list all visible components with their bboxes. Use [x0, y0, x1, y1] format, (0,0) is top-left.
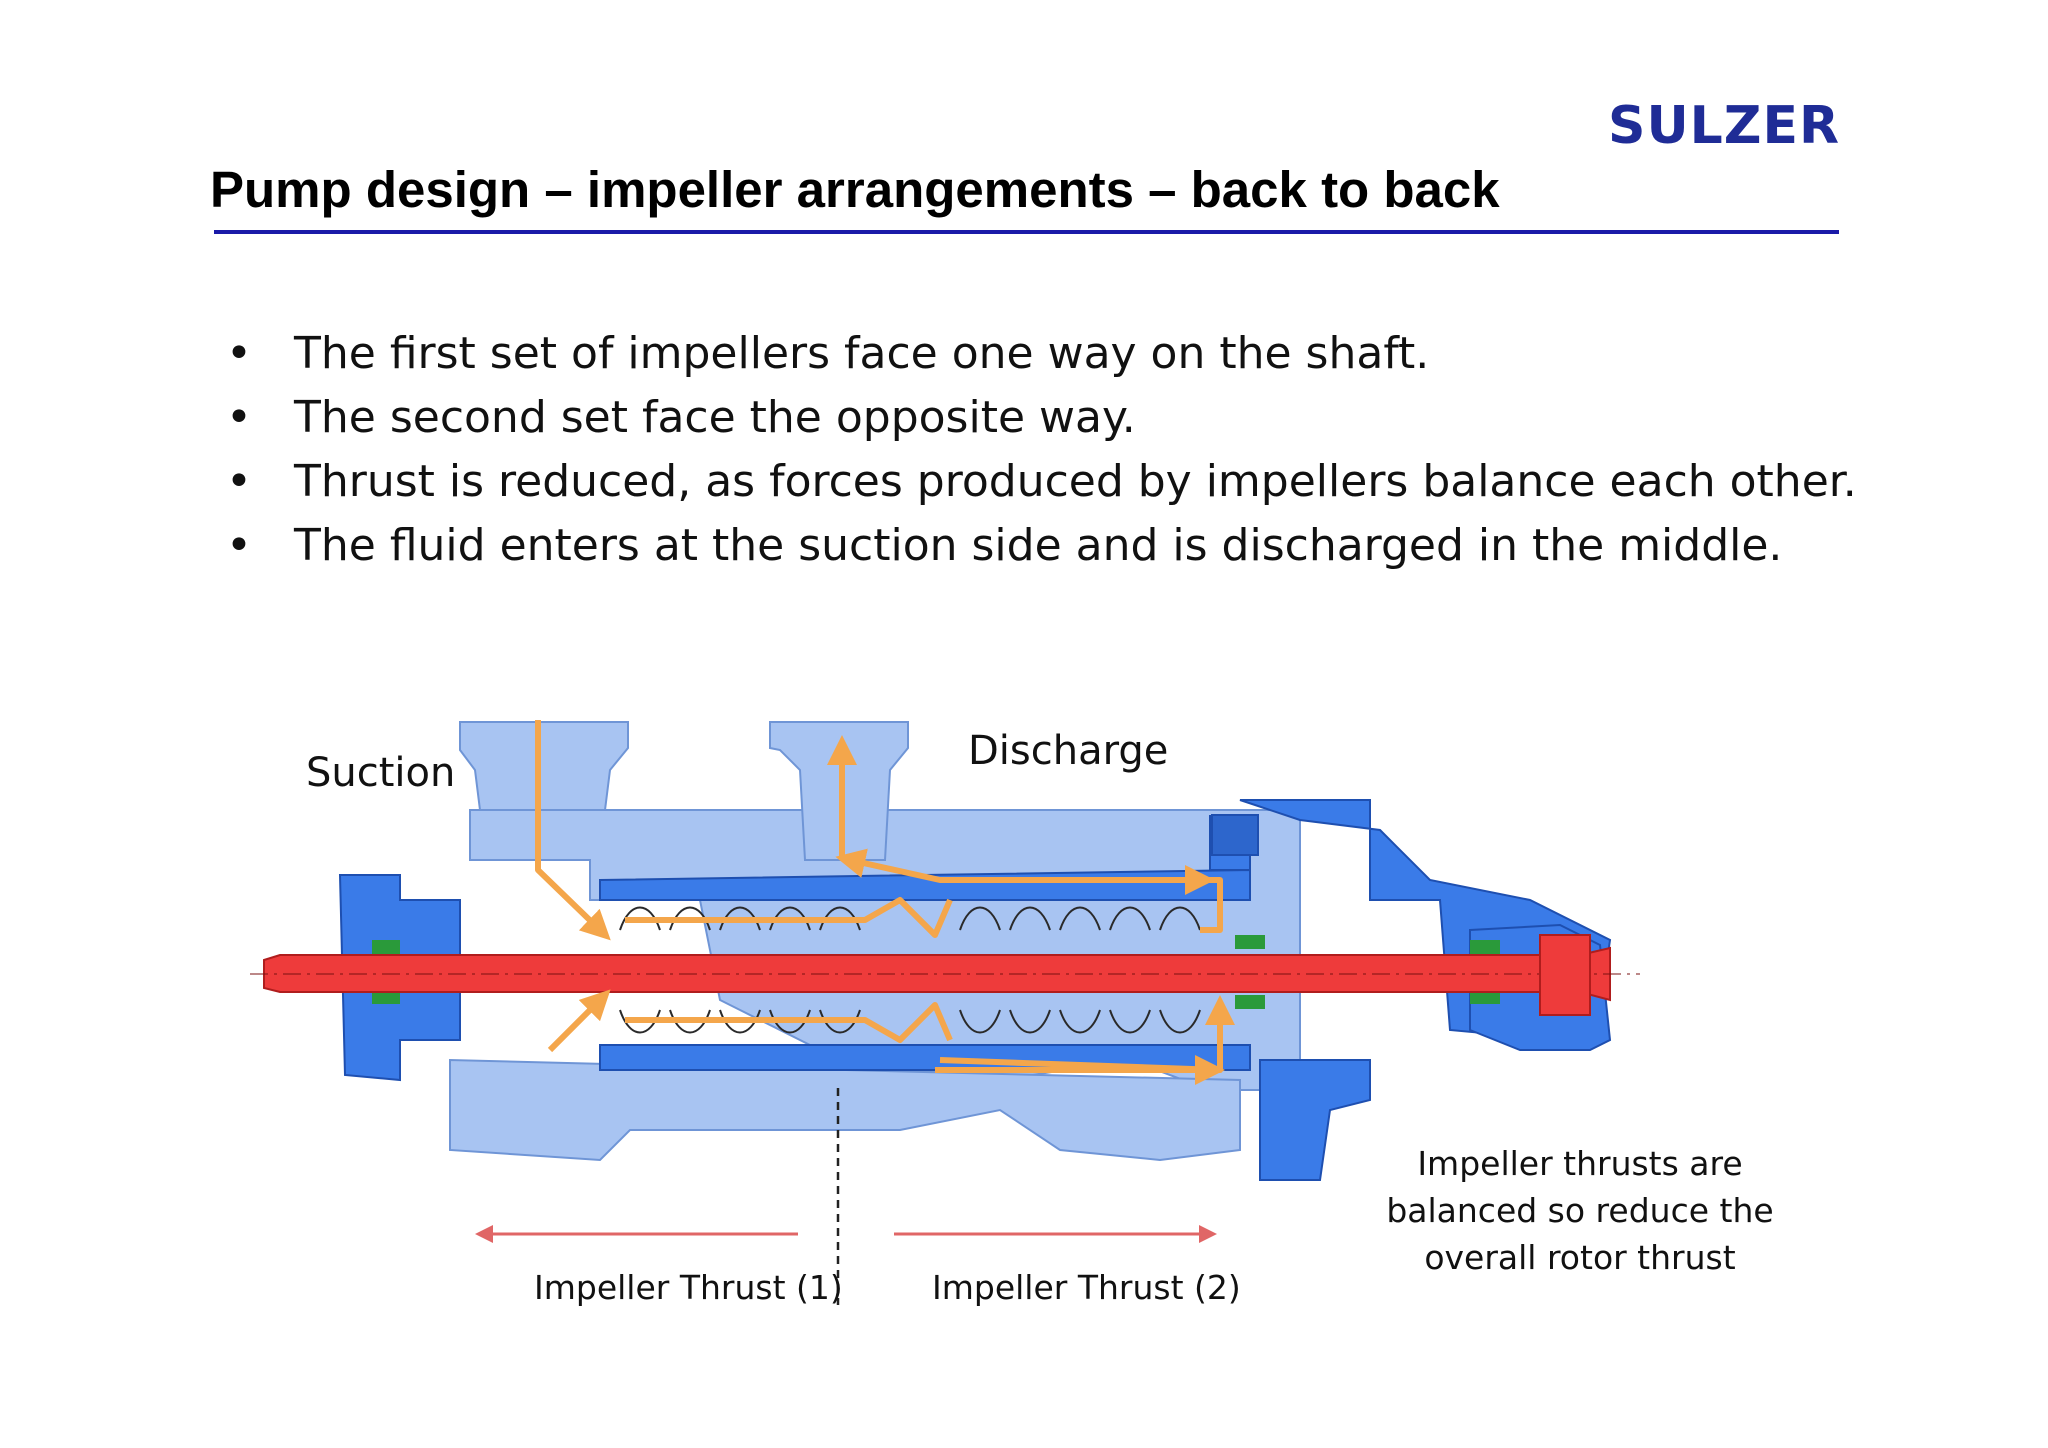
balance-note: Impeller thrusts are balanced so reduce … — [1370, 1140, 1790, 1281]
title-underline — [214, 230, 1839, 234]
page-title: Pump design – impeller arrangements – ba… — [210, 161, 1500, 218]
bullet-dot: • — [226, 456, 252, 507]
discharge-label: Discharge — [968, 728, 1169, 774]
bullet-text: The fluid enters at the suction side and… — [294, 520, 1783, 571]
thrust-2-label: Impeller Thrust (2) — [932, 1268, 1241, 1307]
bullet-text: Thrust is reduced, as forces produced by… — [294, 456, 1857, 507]
bullet-item: • The first set of impellers face one way… — [222, 322, 1857, 386]
bullet-dot: • — [226, 392, 252, 443]
bullet-item: • The fluid enters at the suction side an… — [222, 514, 1857, 578]
bullet-item: • The second set face the opposite way. — [222, 386, 1857, 450]
bullet-text: The first set of impellers face one way … — [294, 328, 1430, 379]
pump-shaft — [250, 934, 1640, 1016]
bullet-text: The second set face the opposite way. — [294, 392, 1136, 443]
bullet-dot: • — [226, 328, 252, 379]
note-line: overall rotor thrust — [1424, 1238, 1736, 1277]
sulzer-logo: SULZER — [1608, 96, 1841, 156]
pump-casing — [449, 721, 1301, 1162]
thrust-1-label: Impeller Thrust (1) — [534, 1268, 843, 1307]
bullet-item: • Thrust is reduced, as forces produced b… — [222, 450, 1857, 514]
bullet-dot: • — [226, 520, 252, 571]
note-line: balanced so reduce the — [1386, 1191, 1774, 1230]
shaft-seals — [372, 935, 1500, 1009]
fluid-flow-paths — [535, 720, 1235, 1085]
note-line: Impeller thrusts are — [1417, 1144, 1743, 1183]
suction-label: Suction — [306, 750, 456, 796]
impeller-stages — [619, 906, 1201, 1034]
bullet-list: • The first set of impellers face one way… — [222, 322, 1857, 578]
